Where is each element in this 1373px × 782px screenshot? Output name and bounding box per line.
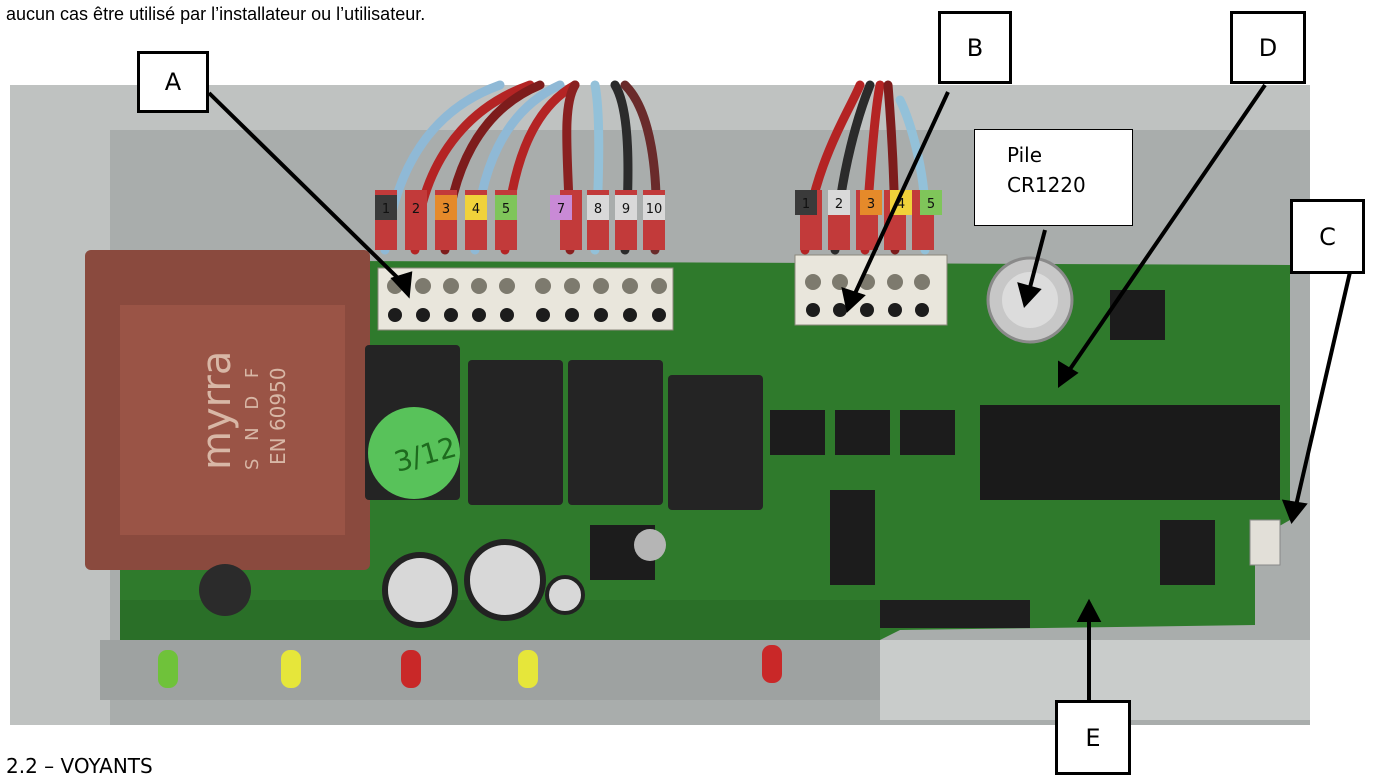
intro-text: aucun cas être utilisé par l’installateu…	[6, 4, 426, 24]
bottom-header	[880, 600, 1030, 628]
transformer-marks: S N D F	[242, 362, 263, 470]
battery-label-line1: Pile	[1007, 143, 1043, 167]
callout-c-label: C	[1319, 222, 1336, 251]
connector-c	[1249, 519, 1281, 566]
wire-number-a: 10	[646, 202, 663, 217]
callout-e: E	[1055, 700, 1131, 775]
callout-d-label: D	[1258, 33, 1278, 62]
transformer: myrra EN 60950 S N D F	[85, 250, 370, 570]
callout-c: C	[1290, 199, 1365, 274]
small-ics	[770, 290, 1215, 585]
callout-b: B	[938, 11, 1012, 84]
wire-number-b: 4	[897, 197, 905, 212]
wire-number-b: 5	[927, 197, 935, 212]
callout-e-label: E	[1085, 723, 1101, 752]
terminal-block-a	[377, 267, 674, 331]
metal-rail	[100, 640, 880, 700]
callout-a-label: A	[164, 68, 182, 96]
callout-d: D	[1230, 11, 1306, 84]
wire-number-a: 5	[502, 202, 510, 217]
relays	[365, 345, 763, 510]
leds	[158, 645, 782, 688]
wire-number-a: 1	[382, 202, 390, 217]
battery-label: Pile CR1220	[974, 129, 1133, 226]
wire-number-a: 3	[442, 202, 450, 217]
wire-number-a: 2	[412, 202, 420, 217]
callout-b-label: B	[966, 33, 984, 62]
terminal-block-b	[794, 254, 948, 326]
capacitors	[199, 539, 585, 628]
wire-number-a: 9	[622, 202, 630, 217]
wire-number-a: 8	[594, 202, 602, 217]
section-title: 2.2 – VOYANTS	[6, 754, 153, 778]
callout-a: A	[137, 51, 209, 113]
wire-number-a: 4	[472, 202, 480, 217]
callout-arrows	[207, 83, 1352, 700]
sticker	[368, 407, 460, 499]
wire-number-b: 1	[802, 197, 810, 212]
battery-label-line2: CR1220	[1007, 173, 1086, 197]
transformer-brand: myrra	[194, 351, 240, 470]
transformer-standard: EN 60950	[266, 367, 290, 465]
wire-number-b: 3	[867, 197, 875, 212]
wire-markers-a	[375, 195, 665, 220]
microcontroller	[980, 405, 1280, 500]
wire-number-b: 2	[835, 197, 843, 212]
wire-number-a: 7	[557, 202, 565, 217]
